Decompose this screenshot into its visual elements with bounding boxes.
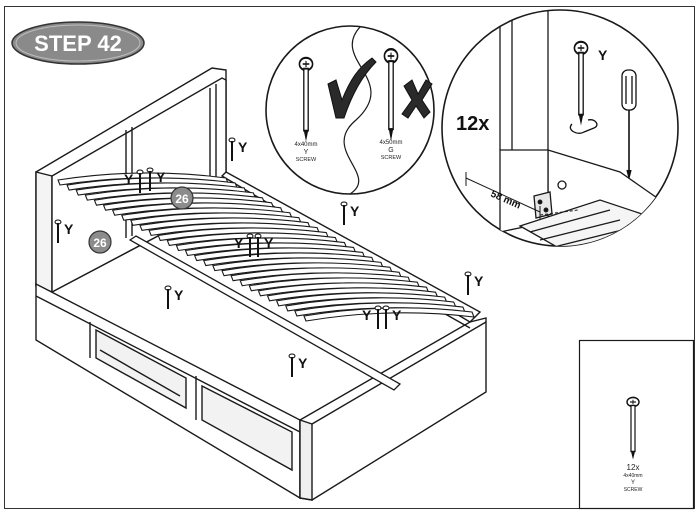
- svg-text:SCREW: SCREW: [624, 487, 643, 493]
- svg-text:Y: Y: [598, 47, 608, 63]
- screw-icon: [164, 285, 172, 309]
- svg-text:SCREW: SCREW: [381, 155, 402, 161]
- parts-box: 12x 4x40mm Y SCREW: [578, 339, 695, 510]
- check-mark-icon: [327, 57, 377, 119]
- screw-letter-label: Y: [234, 235, 244, 251]
- slats: [57, 172, 475, 322]
- svg-text:4x40mm: 4x40mm: [623, 473, 642, 479]
- screw-icon: [54, 219, 62, 243]
- step-label: STEP 42: [34, 31, 122, 56]
- screw-letter-label: Y: [362, 307, 372, 323]
- screw-icon: [340, 201, 348, 225]
- svg-text:Y: Y: [631, 480, 635, 486]
- page-frame: [4, 6, 695, 509]
- svg-text:Y: Y: [304, 149, 309, 156]
- slat: [303, 307, 475, 322]
- screw-icon: [246, 233, 254, 257]
- screw-letter-label: Y: [298, 355, 308, 371]
- screwdriver-icon: [621, 69, 637, 179]
- bracket-detail: 58 mm 12x Y: [441, 9, 679, 247]
- screw-letter-label: Y: [174, 287, 184, 303]
- screw-letter-label: Y: [238, 139, 248, 155]
- screw-icon: [374, 305, 382, 329]
- center-rail: [128, 235, 402, 391]
- quantity-label: 12x: [456, 113, 489, 135]
- screw-icon: [464, 271, 472, 295]
- cross-mark-icon: [401, 79, 433, 119]
- svg-text:SCREW: SCREW: [296, 157, 317, 163]
- screw-letter-label: Y: [350, 203, 360, 219]
- svg-text:4x50mm: 4x50mm: [379, 140, 402, 146]
- screw-icon: [382, 305, 390, 329]
- bed-screws: Y Y Y Y Y Y Y Y Y Y Y Y: [54, 137, 484, 377]
- screw-icon: [254, 233, 262, 257]
- screw-letter-label: Y: [64, 221, 74, 237]
- screw-icon: [288, 353, 296, 377]
- screw-icon: [228, 137, 236, 161]
- screw-letter-label: Y: [392, 307, 402, 323]
- svg-text:26: 26: [93, 236, 107, 250]
- svg-text:26: 26: [175, 192, 189, 206]
- screw-icon: [136, 169, 144, 193]
- screw-letter-label: Y: [264, 235, 274, 251]
- screw-letter-label: Y: [156, 169, 166, 185]
- part-badge-1: 26: [88, 230, 112, 254]
- bracket-icon: [533, 191, 553, 219]
- screw-comparison-detail: 4x40mm Y SCREW 4x50mm G SCREW: [265, 25, 435, 195]
- screw-icon: [146, 167, 154, 191]
- screw-letter-label: Y: [124, 171, 134, 187]
- step-badge: STEP 42: [11, 21, 145, 65]
- svg-text:G: G: [388, 147, 393, 154]
- svg-text:12x: 12x: [627, 463, 640, 472]
- screw-letter-label: Y: [474, 273, 484, 289]
- part-badge-2: 26: [170, 186, 194, 210]
- svg-text:4x40mm: 4x40mm: [294, 142, 317, 148]
